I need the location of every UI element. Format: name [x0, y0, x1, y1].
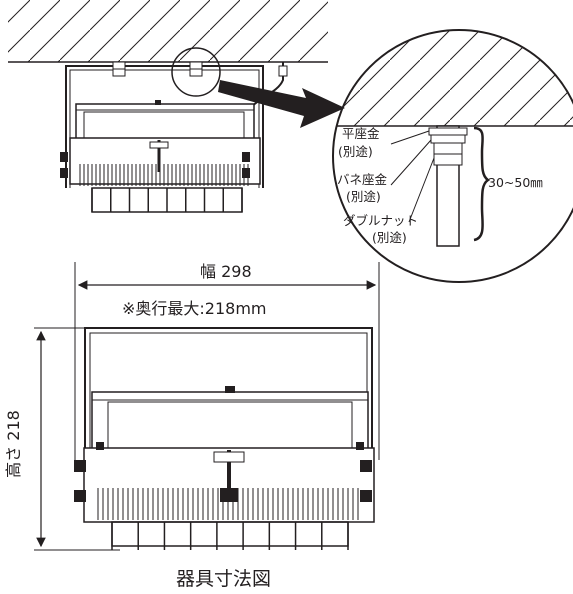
- ceiling-bolt-right: [189, 61, 203, 77]
- flat-washer-part: [428, 127, 468, 136]
- large-bottom-frame: [111, 521, 349, 547]
- range-brace: [473, 126, 491, 242]
- figure-caption: 器具寸法図: [176, 568, 272, 590]
- large-housing: [91, 391, 369, 451]
- flat-washer-note: (別途): [338, 144, 373, 159]
- spring-washer-label: バネ座金: [337, 172, 388, 187]
- double-nut-note: (別途): [372, 230, 407, 245]
- mount-range-label: 30~50㎜: [488, 175, 543, 190]
- small-bracket: [65, 65, 264, 188]
- small-heatsink-fins: [79, 164, 249, 186]
- large-heatsink-fins: [97, 488, 359, 520]
- depth-note: ※奥行最大:218mm: [122, 299, 267, 318]
- ceiling-hatch: [8, 0, 328, 62]
- detail-circle: [332, 29, 573, 283]
- spring-washer-note: (別途): [346, 189, 381, 204]
- flat-washer-label: 平座金: [342, 126, 380, 141]
- height-label: 高さ 218: [3, 410, 23, 478]
- ceiling-bolt-left: [112, 61, 126, 77]
- large-bracket: [84, 327, 373, 470]
- zoom-source-circle: [171, 47, 221, 97]
- ceiling-mounted-view: [8, 0, 328, 213]
- width-label: 幅 298: [200, 262, 252, 281]
- spring-washer-part: [430, 134, 466, 144]
- double-nut-label: ダブルナット: [343, 213, 419, 228]
- small-housing: [75, 103, 255, 141]
- dimension-view: [34, 262, 380, 551]
- zoom-arrow-icon: [218, 80, 345, 128]
